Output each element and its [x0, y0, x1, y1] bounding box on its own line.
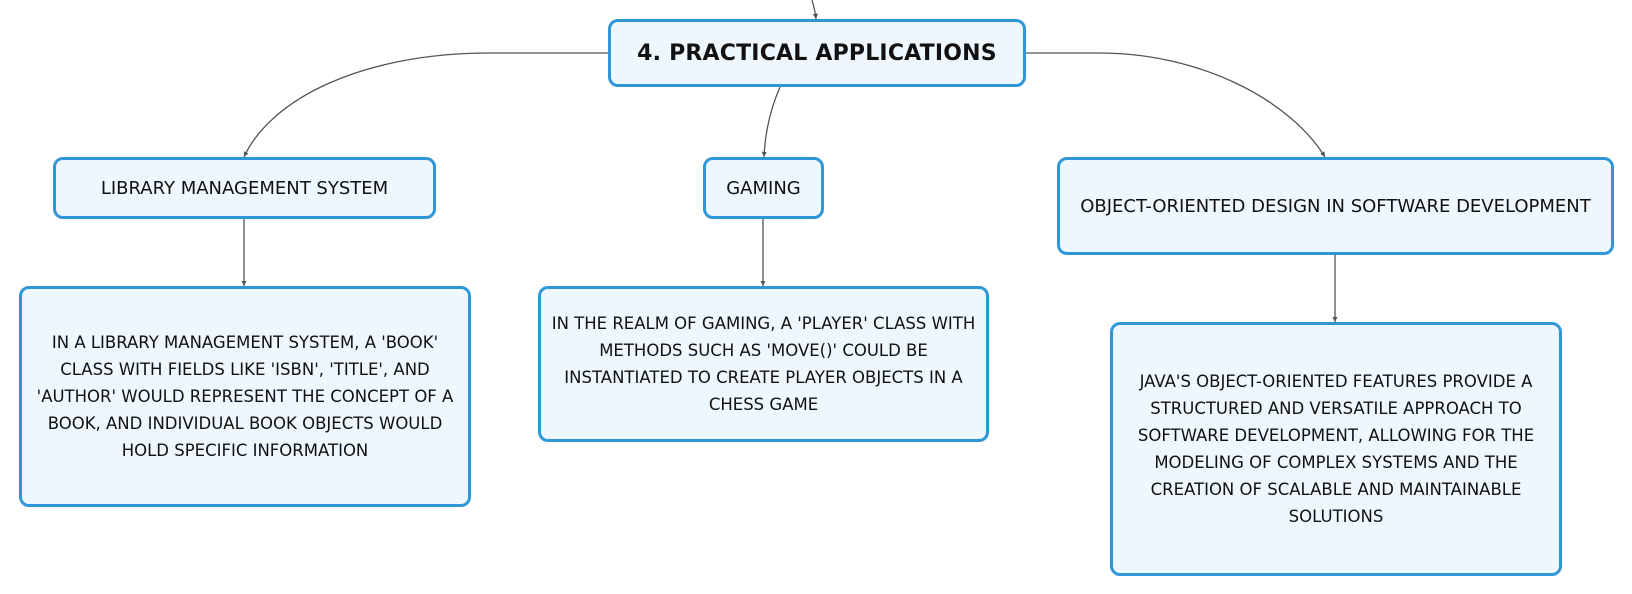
topic-node-object-oriented-design[interactable]: OBJECT-ORIENTED DESIGN IN SOFTWARE DEVEL…	[1057, 157, 1614, 255]
note-node-gaming[interactable]: IN THE REALM OF GAMING, A 'PLAYER' CLASS…	[538, 286, 989, 442]
topic-node-gaming[interactable]: GAMING	[703, 157, 824, 219]
connector-title-to-library	[243, 52, 608, 158]
note-text-object-oriented-design: JAVA'S OBJECT-ORIENTED FEATURES PROVIDE …	[1137, 372, 1535, 526]
topic-label-gaming: GAMING	[726, 177, 801, 199]
connector-title-to-ood	[1026, 52, 1326, 158]
connector-title-to-gaming	[761, 86, 781, 158]
incoming-connector	[811, 0, 819, 20]
note-node-library-management[interactable]: IN A LIBRARY MANAGEMENT SYSTEM, A 'BOOK'…	[19, 286, 471, 507]
topic-node-library-management[interactable]: LIBRARY MANAGEMENT SYSTEM	[53, 157, 436, 219]
topic-label-object-oriented-design: OBJECT-ORIENTED DESIGN IN SOFTWARE DEVEL…	[1080, 195, 1591, 217]
topic-label-library-management: LIBRARY MANAGEMENT SYSTEM	[100, 177, 389, 199]
central-topic-label: 4. PRACTICAL APPLICATIONS	[637, 40, 997, 66]
note-text-gaming: IN THE REALM OF GAMING, A 'PLAYER' CLASS…	[551, 314, 976, 414]
note-node-object-oriented-design[interactable]: JAVA'S OBJECT-ORIENTED FEATURES PROVIDE …	[1110, 322, 1562, 576]
central-topic-node[interactable]: 4. PRACTICAL APPLICATIONS	[608, 19, 1026, 87]
note-text-library-management: IN A LIBRARY MANAGEMENT SYSTEM, A 'BOOK'…	[36, 333, 454, 460]
